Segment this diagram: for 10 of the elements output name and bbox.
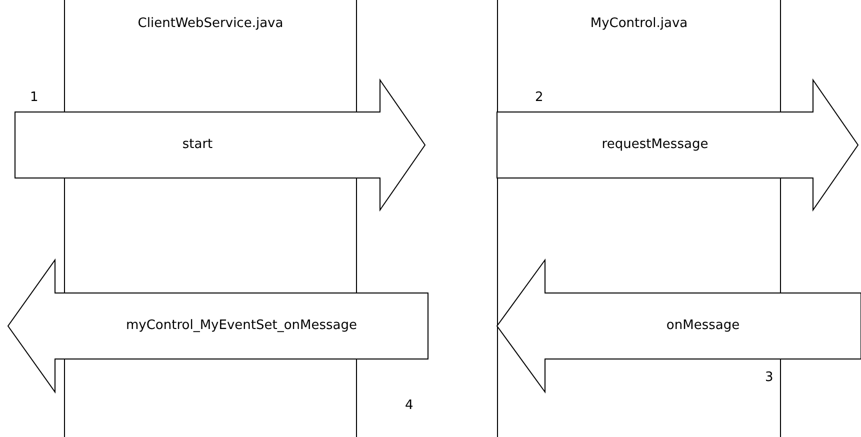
- step-number: 2: [535, 90, 544, 105]
- step-number: 1: [30, 90, 38, 105]
- lifeline-title: ClientWebService.java: [136, 16, 284, 31]
- message-label: myControl_MyEventSet_onMessage: [124, 318, 358, 333]
- message-label: onMessage: [665, 318, 741, 333]
- step-number: 4: [405, 398, 414, 413]
- lifeline-title: MyControl.java: [589, 16, 689, 31]
- step-number: 3: [765, 370, 774, 385]
- message-label: start: [181, 137, 214, 152]
- message-label: requestMessage: [600, 137, 710, 152]
